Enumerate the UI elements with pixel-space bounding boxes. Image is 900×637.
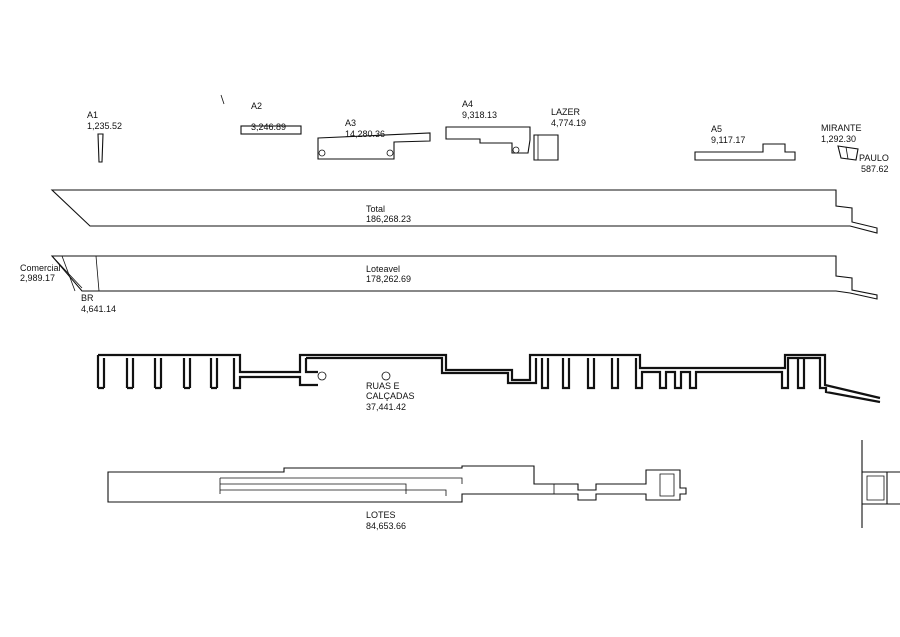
survey-tick-mark	[220, 94, 225, 105]
parcel-loteavel-area: 178,262.69	[366, 274, 411, 284]
parcel-ruas-calcadas: RUAS E CALÇADAS 37,441.42	[96, 353, 881, 412]
edge-block-fragment	[861, 440, 900, 528]
parcel-a3-area: 14,280.36	[345, 129, 385, 139]
parcel-br-name: BR	[81, 293, 94, 303]
parcel-a4-area: 9,318.13	[462, 110, 497, 120]
parcel-mirante: MIRANTE 1,292.30	[821, 123, 862, 161]
parcel-br: BR 4,641.14	[81, 293, 116, 314]
parcel-a2-name: A2	[251, 101, 262, 111]
parcel-lazer-name: LAZER	[551, 107, 581, 117]
parcel-total: Total 186,268.23	[50, 189, 878, 234]
parcel-paulo-name: PAULO	[859, 153, 889, 163]
parcel-comercial-area: 2,989.17	[20, 273, 55, 283]
parcel-mirante-area: 1,292.30	[821, 134, 856, 144]
parcel-comercial: Comercial 2,989.17	[20, 263, 61, 283]
parcel-lazer: LAZER 4,774.19	[533, 107, 586, 161]
parcel-ruas-area: 37,441.42	[366, 402, 406, 412]
parcel-a5-name: A5	[711, 124, 722, 134]
parcel-ruas-name-line2: CALÇADAS	[366, 391, 415, 401]
parcel-a3: A3 14,280.36	[317, 118, 431, 160]
parcel-paulo-area: 587.62	[861, 164, 889, 174]
parcel-lotes-area: 84,653.66	[366, 521, 406, 531]
parcel-a4: A4 9,318.13	[445, 99, 531, 154]
parcel-a2-area: 3,246.89	[251, 122, 286, 132]
parcel-total-name: Total	[366, 204, 385, 214]
parcel-loteavel-name: Loteavel	[366, 264, 400, 274]
parcel-lotes: LOTES 84,653.66	[107, 465, 687, 531]
parcel-a3-name: A3	[345, 118, 356, 128]
parcel-loteavel: Loteavel 178,262.69	[50, 255, 878, 300]
parcel-comercial-name: Comercial	[20, 263, 61, 273]
parcel-a1: A1 1,235.52	[87, 110, 122, 163]
parcel-lazer-area: 4,774.19	[551, 118, 586, 128]
parcel-a5-area: 9,117.17	[711, 135, 745, 145]
parcel-ruas-name-line1: RUAS E	[366, 381, 400, 391]
parcel-paulo: PAULO 587.62	[859, 153, 889, 174]
parcel-lotes-name: LOTES	[366, 510, 396, 520]
parcel-a1-name: A1	[87, 110, 98, 120]
parcel-a1-area: 1,235.52	[87, 121, 122, 131]
parcel-a4-name: A4	[462, 99, 473, 109]
parcel-a2: A2 3,246.89	[240, 101, 302, 135]
parcel-br-area: 4,641.14	[81, 304, 116, 314]
parcel-total-area: 186,268.23	[366, 214, 411, 224]
parcel-a5: A5 9,117.17	[694, 124, 796, 161]
parcel-mirante-name: MIRANTE	[821, 123, 862, 133]
